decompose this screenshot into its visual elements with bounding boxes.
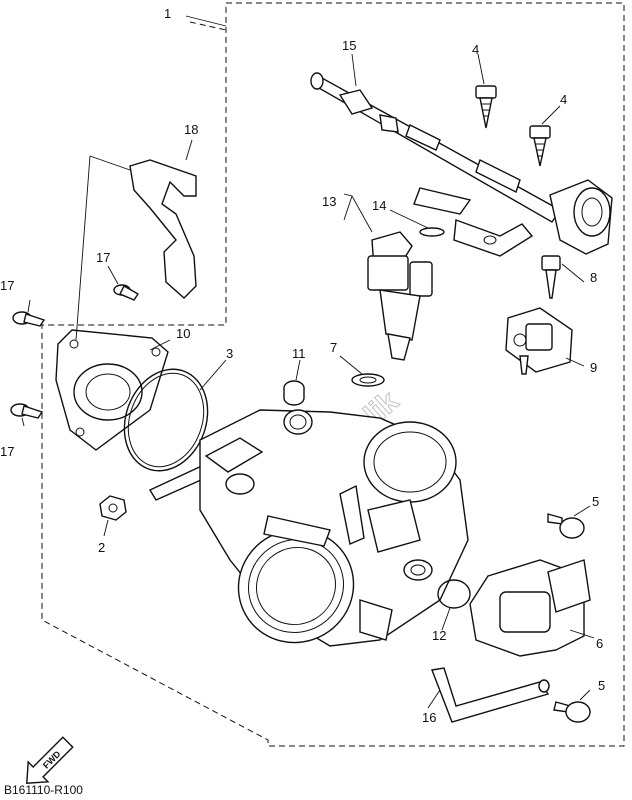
pressure-sensor [505,307,573,375]
gasket [123,368,209,472]
nut-2 [99,463,211,521]
throttle-body [199,409,469,647]
callout-8: 8 [590,270,597,285]
callout-17a: 17 [0,278,14,293]
screw-17a [12,311,46,327]
callout-4b: 4 [560,92,567,107]
callout-5a: 5 [592,494,599,509]
callout-17c: 17 [96,250,110,265]
hose-bracket [129,159,197,299]
assembly-boundary [41,2,625,747]
callout-10: 10 [176,326,190,341]
fuel-injector [367,227,445,361]
callout-3: 3 [226,346,233,361]
callout-6: 6 [596,636,603,651]
callout-7: 7 [330,340,337,355]
callout-2: 2 [98,540,105,555]
callout-12: 12 [432,628,446,643]
reference-code: B161110-R100 [4,783,83,797]
cover-plate [55,329,169,451]
callout-11: 11 [292,346,306,361]
fuel-delivery-pipe [310,72,613,257]
throttle-position-sensor [469,559,591,657]
o-ring-7 [351,373,385,387]
bolt-4a [475,85,497,129]
screw-5a [547,513,585,539]
hose [431,667,550,723]
bolt-8 [541,255,561,299]
callout-17b: 17 [0,444,14,459]
callout-16: 16 [422,710,436,725]
screw-5b [553,701,591,723]
leader-lines [21,15,595,709]
callout-1: 1 [164,6,171,21]
callout-9: 9 [590,360,597,375]
callout-14: 14 [372,198,386,213]
callout-15: 15 [342,38,356,53]
callout-labels: 1 2 3 4 4 5 5 6 7 8 9 10 11 12 13 14 15 … [0,6,605,725]
callout-18: 18 [184,122,198,137]
screw-17b [10,403,44,419]
cap-11 [283,380,305,406]
callout-4a: 4 [472,42,479,57]
callout-13: 13 [322,194,336,209]
callout-5b: 5 [598,678,605,693]
o-ring-12 [437,579,471,609]
screw-17c [113,284,139,301]
bolt-4b [529,125,551,167]
